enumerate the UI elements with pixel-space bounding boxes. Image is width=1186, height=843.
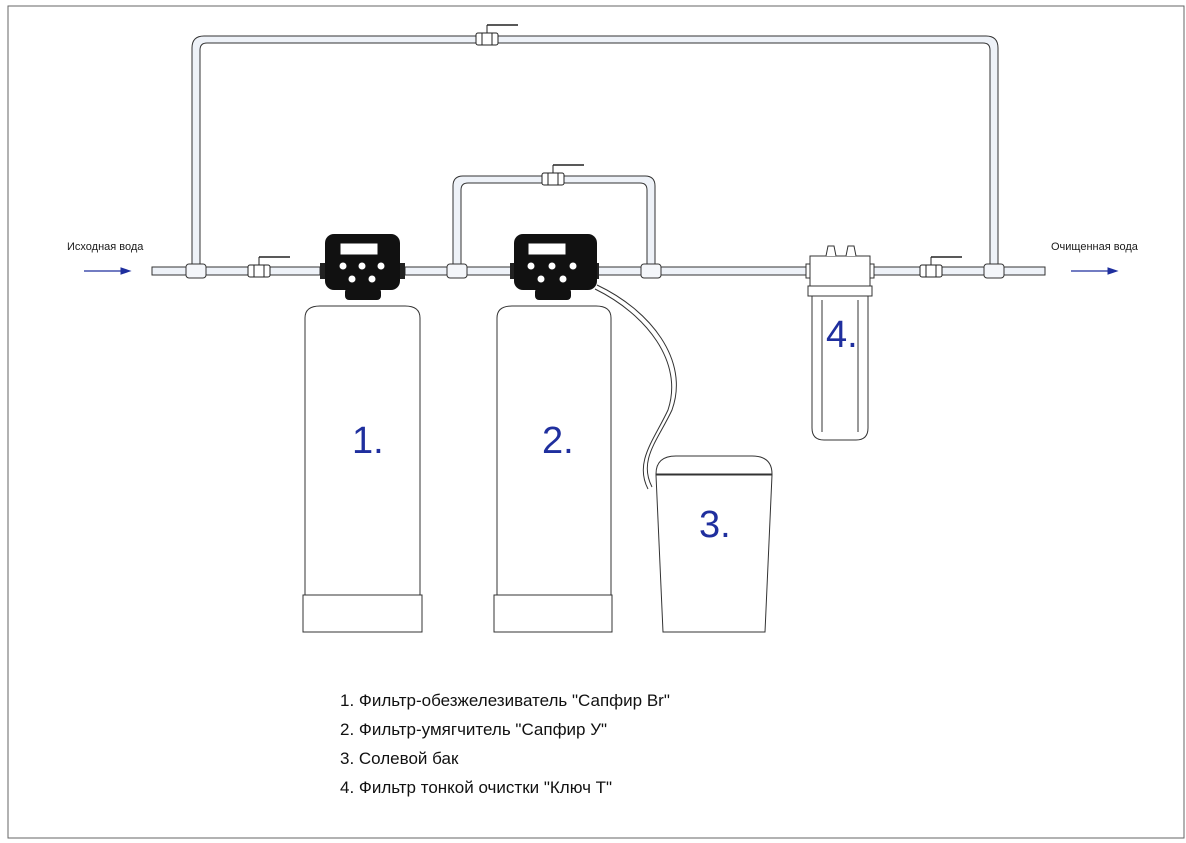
source-water-label: Исходная вода xyxy=(67,241,144,253)
valve-small-bypass xyxy=(541,164,584,186)
valve-top xyxy=(475,24,518,46)
salt-tank xyxy=(655,455,773,633)
valve-outlet xyxy=(919,256,962,278)
filter-tank-2 xyxy=(493,305,613,633)
filter-2-number: 2. xyxy=(542,420,574,462)
legend-item-3: 3. Солевой бак xyxy=(340,749,459,768)
tee-fittings xyxy=(185,263,1005,279)
filter-1-number: 1. xyxy=(352,420,384,462)
legend-item-4: 4. Фильтр тонкой очистки "Ключ Т" xyxy=(340,778,613,797)
brine-line xyxy=(594,284,677,490)
legend: 1. Фильтр-обезжелезиватель "Сапфир Br" 2… xyxy=(340,686,670,802)
filter-4-number: 4. xyxy=(826,314,858,356)
legend-item-2: 2. Фильтр-умягчитель "Сапфир У" xyxy=(340,720,608,739)
filter-tank-1 xyxy=(302,305,423,633)
salt-tank-number: 3. xyxy=(699,504,731,546)
control-valve-1 xyxy=(320,234,405,300)
inlet-arrow xyxy=(84,267,132,275)
clean-water-label: Очищенная вода xyxy=(1051,241,1138,253)
bypass-pipe-main xyxy=(191,35,999,269)
cartridge-filter-4 xyxy=(805,245,875,441)
outlet-arrow xyxy=(1071,267,1119,275)
diagram-border xyxy=(7,5,1185,839)
control-valve-2 xyxy=(510,234,599,300)
legend-item-1: 1. Фильтр-обезжелезиватель "Сапфир Br" xyxy=(340,691,670,710)
valve-inlet xyxy=(247,256,290,278)
